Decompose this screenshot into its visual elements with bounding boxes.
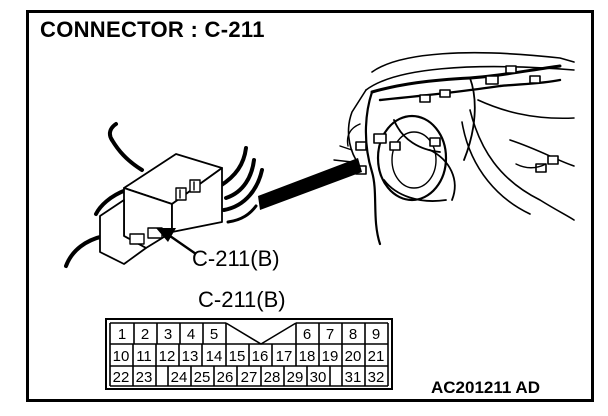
pin-15: 15	[229, 348, 246, 365]
pin-25: 25	[194, 369, 211, 386]
pin-9: 9	[372, 326, 380, 343]
pin-18: 18	[299, 348, 316, 365]
pin-24: 24	[171, 369, 188, 386]
connector-callout-label: C-211(B)	[192, 246, 280, 271]
pinout-row-3: 22 23 24 25 26 27 28 29 30 31 32	[113, 369, 385, 386]
pin-10: 10	[113, 348, 130, 365]
pin-30: 30	[310, 369, 327, 386]
pin-26: 26	[217, 369, 234, 386]
pin-23: 23	[136, 369, 153, 386]
pin-27: 27	[241, 369, 258, 386]
pin-20: 20	[345, 348, 362, 365]
figure-code: AC201211 AD	[431, 378, 540, 397]
pin-32: 32	[368, 369, 385, 386]
pin-16: 16	[252, 348, 269, 365]
figure-frame	[26, 10, 594, 402]
dashboard-harness-illustration	[333, 51, 575, 246]
location-pointer-wedge	[258, 158, 362, 210]
pin-13: 13	[182, 348, 199, 365]
pinout-row-1: 1 2 3 4 5 6 7 8 9	[118, 326, 380, 343]
pin-1: 1	[118, 326, 126, 343]
pin-7: 7	[326, 326, 334, 343]
pin-8: 8	[349, 326, 357, 343]
callout-arrow	[156, 228, 197, 255]
pin-29: 29	[287, 369, 304, 386]
pinout-table	[105, 318, 393, 390]
pin-22: 22	[113, 369, 130, 386]
pinout-title: C-211(B)	[198, 287, 286, 312]
pin-28: 28	[264, 369, 281, 386]
pin-17: 17	[276, 348, 293, 365]
pin-12: 12	[159, 348, 176, 365]
connector-title: CONNECTOR : C-211	[40, 17, 265, 42]
pin-31: 31	[345, 369, 362, 386]
pin-21: 21	[368, 348, 385, 365]
pin-4: 4	[187, 326, 195, 343]
pin-19: 19	[322, 348, 339, 365]
pin-11: 11	[136, 348, 152, 365]
pinout-row-2: 10 11 12 13 14 15 16 17 18 19 20 21	[113, 348, 385, 365]
pin-14: 14	[206, 348, 223, 365]
pin-2: 2	[141, 326, 149, 343]
connector-closeup-illustration	[64, 122, 264, 268]
pin-6: 6	[303, 326, 311, 343]
pin-3: 3	[164, 326, 172, 343]
pin-5: 5	[210, 326, 218, 343]
